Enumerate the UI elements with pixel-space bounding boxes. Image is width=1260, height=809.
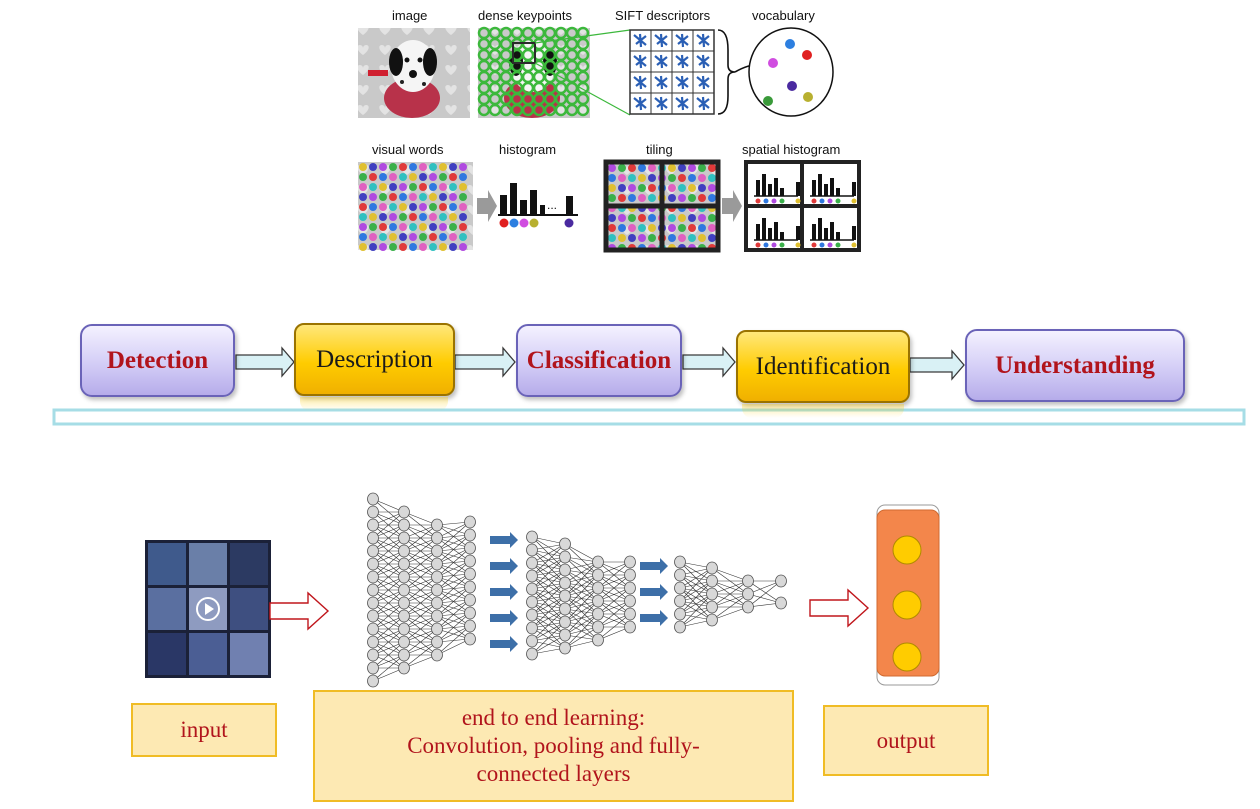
pipeline-step-understanding: Understanding <box>965 329 1185 402</box>
deep-learning-illustration <box>145 492 940 688</box>
histogram-ellipsis: ... <box>547 198 557 212</box>
caption-image: image <box>392 8 428 23</box>
gray-arrow-histogram <box>477 190 497 222</box>
caption-tiling: tiling <box>646 142 673 157</box>
caption-visual-words: visual words <box>372 142 444 157</box>
caption-spatial-histogram: spatial histogram <box>742 142 841 157</box>
output-label: output <box>876 727 936 753</box>
gray-arrow-spatial <box>722 190 742 222</box>
pipeline-arrow-2 <box>454 346 516 378</box>
pipeline-arrows <box>52 346 1246 426</box>
pipeline-arrow-4 <box>909 349 965 381</box>
bag-of-words-illustration: ... <box>358 26 861 253</box>
caption-dense-keypoints: dense keypoints <box>478 8 572 23</box>
pipeline-step-identification: Identification <box>736 330 910 403</box>
output-node <box>892 590 922 620</box>
end-to-end-line-1: end to end learning: <box>461 705 646 730</box>
output-flow-arrow <box>809 588 870 628</box>
histogram-chart <box>498 183 578 228</box>
caption-histogram: histogram <box>499 142 557 157</box>
dalmatian-image <box>358 28 470 118</box>
description-reflection <box>300 397 448 411</box>
pipeline-step-label: Classification <box>526 346 672 374</box>
end-to-end-label-box: end to end learning: Convolution, poolin… <box>313 690 794 802</box>
pipeline-step-detection: Detection <box>80 324 235 397</box>
pipeline-step-label: Identification <box>755 352 891 380</box>
output-node <box>892 535 922 565</box>
pipeline-step-label: Description <box>316 345 433 373</box>
pipeline-step-label: Detection <box>106 346 209 374</box>
pipeline-step-description: Description <box>294 323 455 396</box>
input-flow-arrow <box>269 591 330 631</box>
caption-vocabulary: vocabulary <box>752 8 815 23</box>
output-column <box>876 504 940 686</box>
sift-descriptor-grid <box>629 29 715 115</box>
caption-sift-descriptors: SIFT descriptors <box>615 8 711 23</box>
visual-words-image <box>358 162 473 251</box>
input-label-box: input <box>131 703 277 757</box>
pipeline-arrow-1 <box>235 346 295 378</box>
vocabulary-cluster <box>748 27 834 117</box>
pipeline-step-label: Understanding <box>995 351 1155 379</box>
sift-connector-top <box>534 29 631 44</box>
input-label: input <box>180 717 228 742</box>
pipeline-arrow-3 <box>682 346 736 378</box>
sift-connector-bottom <box>534 62 631 116</box>
network-neurons <box>367 492 787 688</box>
end-to-end-line-3: connected layers <box>476 761 631 786</box>
input-video-thumbnail <box>145 540 271 678</box>
identification-reflection <box>742 404 904 418</box>
tiling-image <box>603 159 721 253</box>
output-label-box: output <box>823 705 989 776</box>
end-to-end-line-2: Convolution, pooling and fully- <box>407 733 700 758</box>
dense-keypoints-image <box>477 26 590 118</box>
divider-bar <box>52 408 1246 426</box>
spatial-histogram <box>744 160 861 252</box>
layer-arrows <box>490 532 668 652</box>
pipeline-step-classification: Classification <box>516 324 682 397</box>
output-node <box>892 642 922 672</box>
